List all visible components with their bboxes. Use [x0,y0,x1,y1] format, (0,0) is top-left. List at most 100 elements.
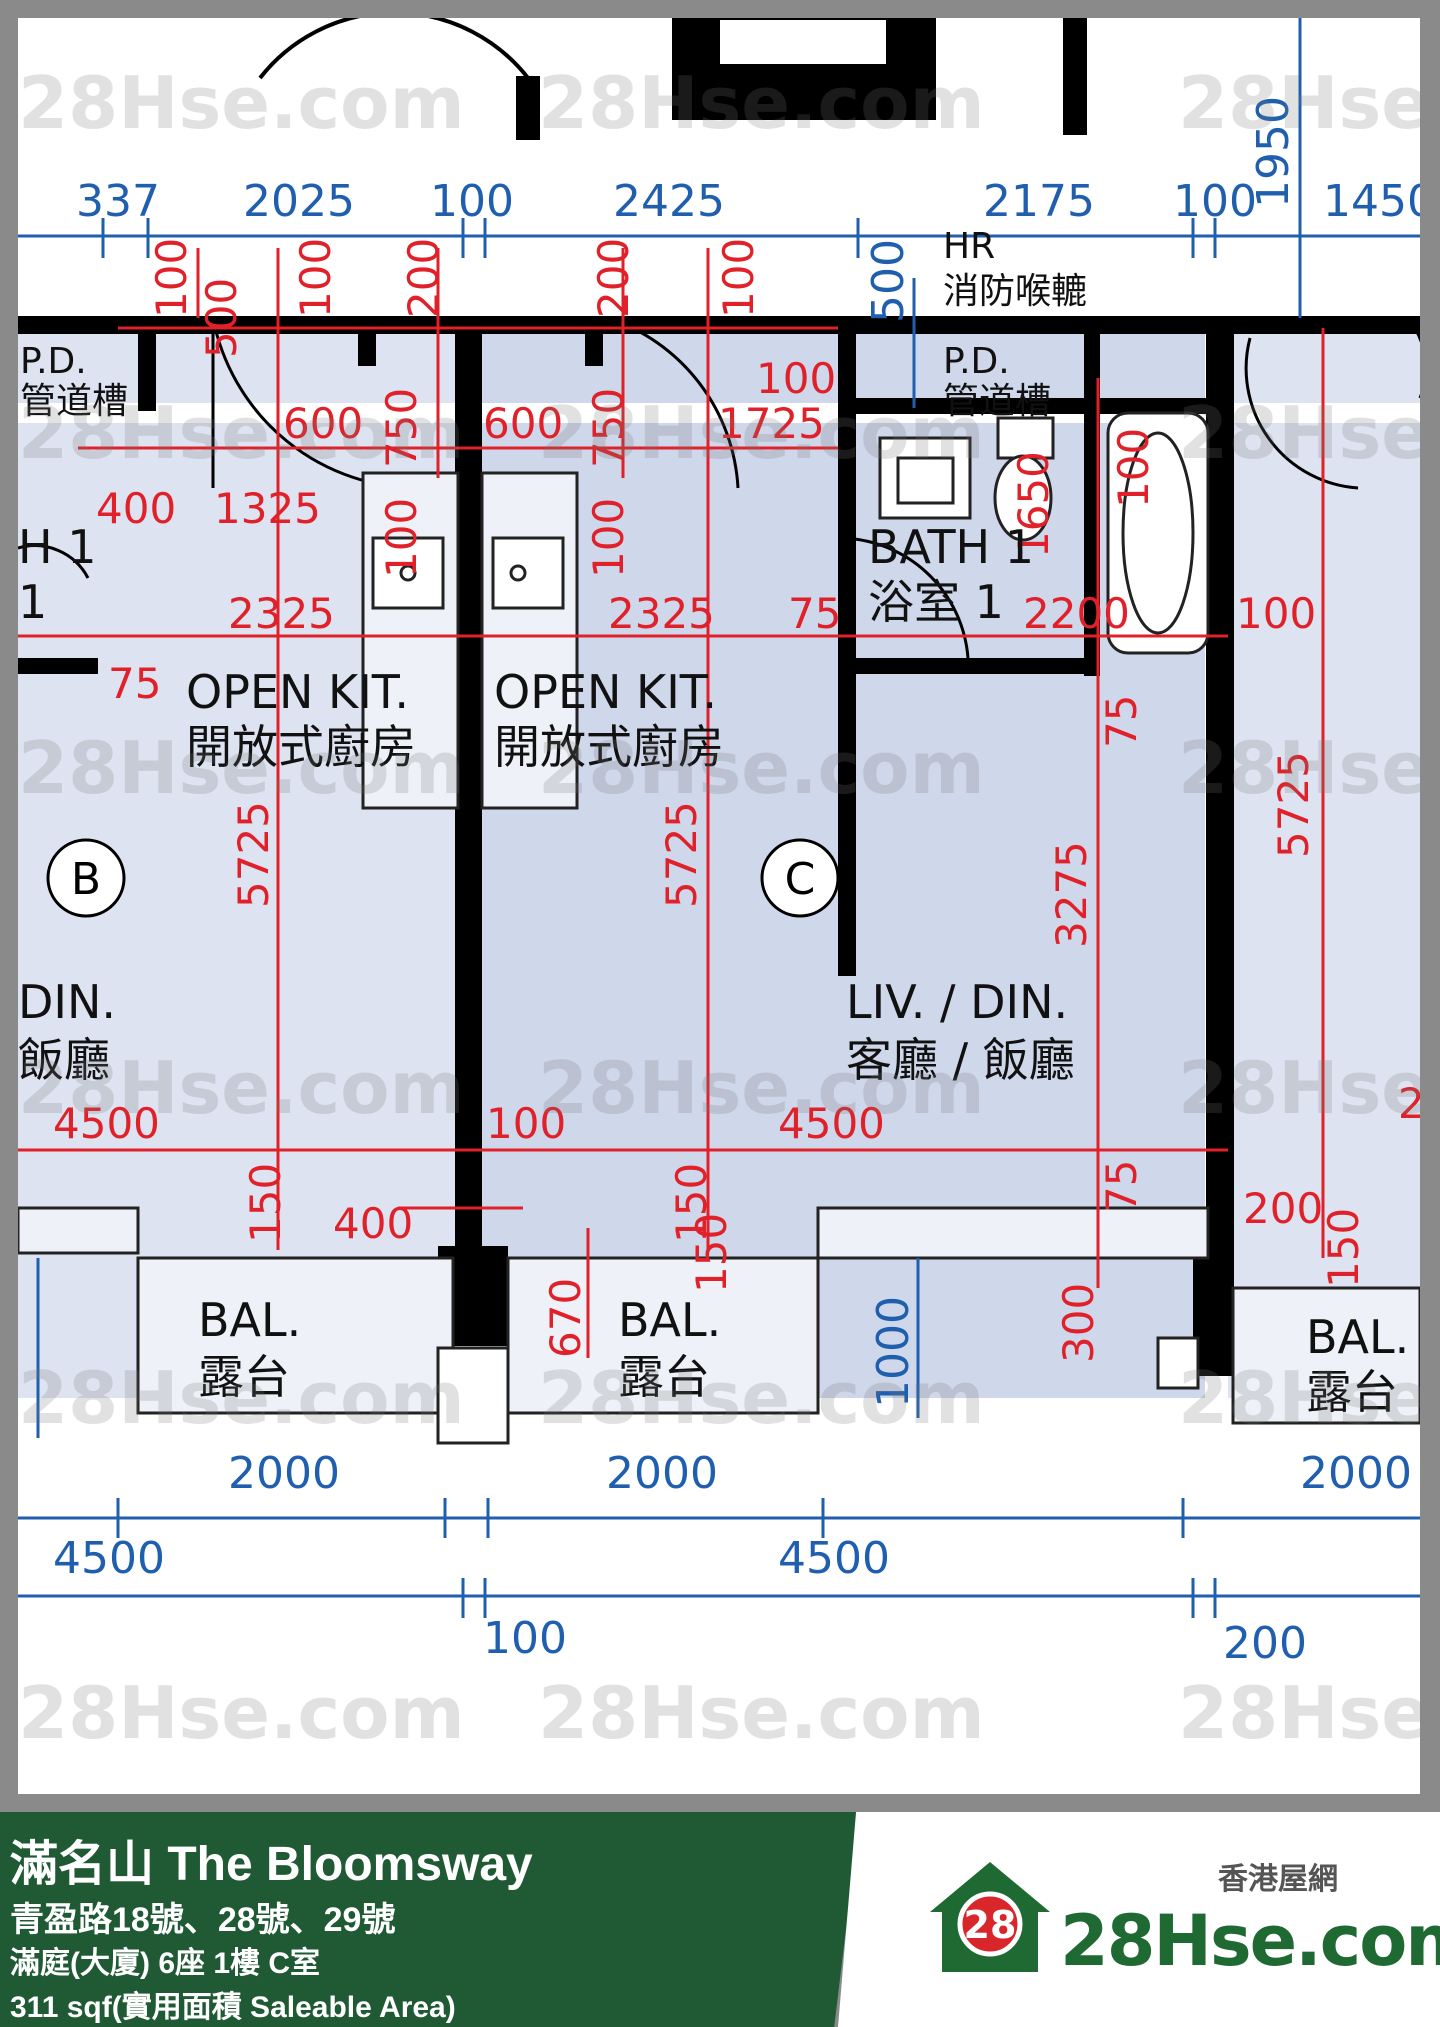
svg-text:2000: 2000 [606,1448,718,1499]
svg-text:28Hse.com: 28Hse.com [1178,726,1420,810]
svg-text:600: 600 [483,399,563,448]
svg-text:100: 100 [291,238,340,318]
svg-text:28Hse.com: 28Hse.com [538,61,985,145]
svg-text:28Hse.com: 28Hse.com [1178,61,1420,145]
svg-text:150: 150 [241,1163,290,1243]
svg-text:1000: 1000 [868,1296,919,1408]
svg-text:28Hse.com: 28Hse.com [538,391,985,475]
svg-text:150: 150 [687,1213,736,1293]
svg-text:750: 750 [377,388,426,468]
svg-text:200: 200 [399,238,448,318]
svg-text:BAL.: BAL. [198,1293,301,1347]
svg-text:750: 750 [584,388,633,468]
svg-text:1725: 1725 [718,399,825,448]
svg-text:28Hse.com: 28Hse.com [538,726,985,810]
svg-text:露台: 露台 [618,1350,710,1404]
brand-tagline: 香港屋網 [1218,1862,1338,1897]
svg-text:BAL.: BAL. [1306,1310,1409,1364]
svg-text:2325: 2325 [228,589,335,638]
svg-text:1650: 1650 [1009,451,1058,558]
svg-text:4500: 4500 [778,1533,890,1584]
footer-banner: 滿名山 The Bloomsway 青盈路18號、28號、29號 滿庭(大廈) … [0,1812,1440,2027]
svg-text:100: 100 [756,354,836,403]
svg-text:300: 300 [1054,1283,1103,1363]
svg-text:5725: 5725 [657,801,706,908]
svg-text:客廳 / 飯廳: 客廳 / 飯廳 [846,1033,1075,1087]
svg-text:670: 670 [541,1278,590,1358]
brand-name: 28Hse.com [1060,1900,1440,1982]
svg-text:75: 75 [1097,1160,1146,1213]
svg-text:28Hse.com: 28Hse.com [18,61,465,145]
svg-text:500: 500 [863,239,914,323]
svg-text:管道槽: 管道槽 [20,381,128,422]
svg-text:337: 337 [76,176,160,227]
svg-text:100: 100 [147,238,196,318]
svg-text:400: 400 [96,484,176,533]
property-area: 311 sqf(實用面積 Saleable Area) [10,1991,456,2024]
svg-text:BATH 1: BATH 1 [868,520,1034,574]
property-title: 滿名山 The Bloomsway [10,1838,533,1891]
balconies [18,1206,1420,1445]
watermarks: 28Hse.com 28Hse.com 28Hse.com 28Hse.com … [18,61,1420,1755]
svg-text:100: 100 [377,498,426,578]
svg-text:75: 75 [788,589,841,638]
svg-text:消防喉轆: 消防喉轆 [943,271,1087,312]
svg-text:28Hse.com: 28Hse.com [18,1671,465,1755]
svg-text:BAL.: BAL. [618,1293,721,1347]
floor-plan-frame: 337 2025 100 2425 2175 100 1950 1450 500… [18,18,1420,1794]
svg-text:2200: 2200 [1023,589,1130,638]
svg-text:DIN.: DIN. [18,975,116,1029]
svg-text:1325: 1325 [214,484,321,533]
svg-text:500: 500 [197,278,246,358]
svg-text:1450: 1450 [1323,176,1420,227]
blue-dimension-lines [18,18,1420,1618]
kitchen-counters [361,471,579,810]
svg-text:600: 600 [283,399,363,448]
red-dimensions: 100 500 100 200 200 100 600 750 600 750 … [53,238,1420,1363]
svg-text:2425: 2425 [613,176,725,227]
property-address: 青盈路18號、28號、29號 [10,1901,396,1939]
svg-text:100: 100 [1109,428,1158,508]
svg-text:開放式廚房: 開放式廚房 [494,720,724,774]
svg-text:4500: 4500 [778,1099,885,1148]
house-logo-icon: 28 [930,1862,1050,1972]
room-labels: P.D. 管道槽 H 1 1 OPEN KIT. 開放式廚房 OPEN KIT.… [18,226,1409,1419]
svg-text:飯廳: 飯廳 [18,1033,110,1087]
svg-text:2000: 2000 [1300,1448,1412,1499]
svg-text:露台: 露台 [1306,1365,1398,1419]
svg-text:28Hse.com: 28Hse.com [538,1671,985,1755]
svg-text:28Hse.com: 28Hse.com [1178,1356,1420,1440]
svg-text:P.D.: P.D. [943,341,1010,382]
svg-text:3275: 3275 [1047,841,1096,948]
svg-text:200: 200 [1223,1618,1307,1669]
floor-plan: 337 2025 100 2425 2175 100 1950 1450 500… [18,18,1420,1755]
svg-text:100: 100 [483,1613,567,1664]
svg-text:28Hse.com: 28Hse.com [18,726,465,810]
svg-text:管道槽: 管道槽 [943,381,1051,422]
svg-text:28Hse.com: 28Hse.com [538,1356,985,1440]
svg-text:H 1: H 1 [18,520,96,574]
svg-text:4500: 4500 [53,1533,165,1584]
svg-text:28Hse.com: 28Hse.com [1178,391,1420,475]
svg-text:100: 100 [1236,589,1316,638]
unit-b-marker: B [46,838,126,918]
top-structures [258,18,1087,140]
svg-text:5725: 5725 [1269,751,1318,858]
svg-text:150: 150 [1319,1208,1368,1288]
svg-text:28Hse.com: 28Hse.com [1178,1671,1420,1755]
svg-text:400: 400 [333,1199,413,1248]
svg-text:200: 200 [1398,1079,1420,1128]
svg-text:28Hse.com: 28Hse.com [18,1356,465,1440]
svg-text:100: 100 [486,1099,566,1148]
blue-dimensions: 337 2025 100 2425 2175 100 1950 1450 500… [53,96,1420,1669]
bath-fixtures [878,411,1210,655]
svg-text:28: 28 [964,1903,1017,1947]
red-dimension-lines [18,248,1325,1358]
svg-text:28Hse.com: 28Hse.com [1178,1046,1420,1130]
footer-info-panel [0,1812,860,2027]
svg-text:28Hse.com: 28Hse.com [18,1046,465,1130]
svg-text:4500: 4500 [53,1099,160,1148]
svg-text:2000: 2000 [228,1448,340,1499]
svg-text:2325: 2325 [608,589,715,638]
svg-text:75: 75 [1097,695,1146,748]
